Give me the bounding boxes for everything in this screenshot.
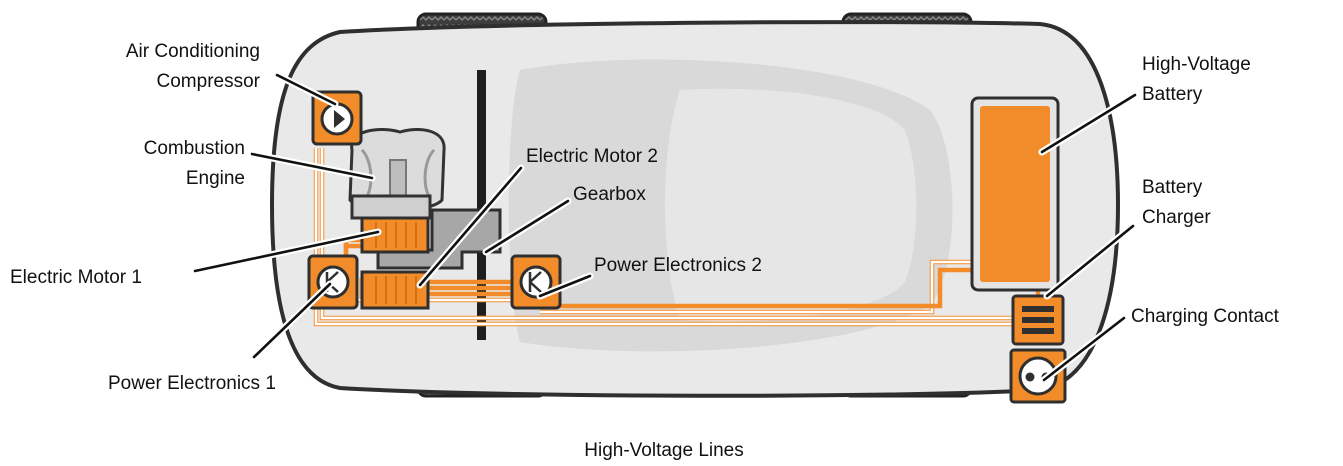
label-high-voltage-battery: High-Voltage Battery <box>1142 54 1251 105</box>
hv-battery-unit <box>970 96 1060 292</box>
svg-text:Battery: Battery <box>1142 177 1203 198</box>
leader-lines <box>191 71 1139 384</box>
label-power-electronics-2: Power Electronics 2 <box>594 255 762 276</box>
label-charging-contact: Charging Contact <box>1131 306 1280 327</box>
front-axle <box>477 70 486 340</box>
svg-text:Air Conditioning: Air Conditioning <box>126 41 260 62</box>
stacked-bars-icon <box>1022 306 1054 334</box>
label-battery-charger: Battery Charger <box>1142 177 1211 228</box>
label-combustion-engine: Combustion Engine <box>144 138 245 189</box>
cabin-roof <box>665 88 917 322</box>
combustion-engine-unit <box>348 128 446 220</box>
battery-charger-unit <box>1011 294 1065 346</box>
svg-text:Battery: Battery <box>1142 84 1203 105</box>
label-electric-motor-1: Electric Motor 1 <box>10 267 142 288</box>
label-power-electronics-1: Power Electronics 1 <box>108 373 276 394</box>
play-circle-icon <box>320 102 354 136</box>
transistor-icon <box>519 265 553 299</box>
label-high-voltage-lines: High-Voltage Lines <box>584 440 744 461</box>
power-electronics-2-unit <box>510 254 562 310</box>
label-air-conditioning-compressor: Air Conditioning Compressor <box>126 41 261 92</box>
svg-text:Combustion: Combustion <box>144 138 245 159</box>
label-gearbox: Gearbox <box>573 184 646 205</box>
svg-text:Engine: Engine <box>186 168 245 189</box>
svg-text:High-Voltage: High-Voltage <box>1142 54 1251 75</box>
electric-motor-2-unit <box>360 270 430 310</box>
svg-text:Charger: Charger <box>1142 207 1211 228</box>
svg-text:Compressor: Compressor <box>157 71 261 92</box>
charging-contact-unit <box>1009 348 1067 404</box>
label-electric-motor-2: Electric Motor 2 <box>526 146 658 167</box>
